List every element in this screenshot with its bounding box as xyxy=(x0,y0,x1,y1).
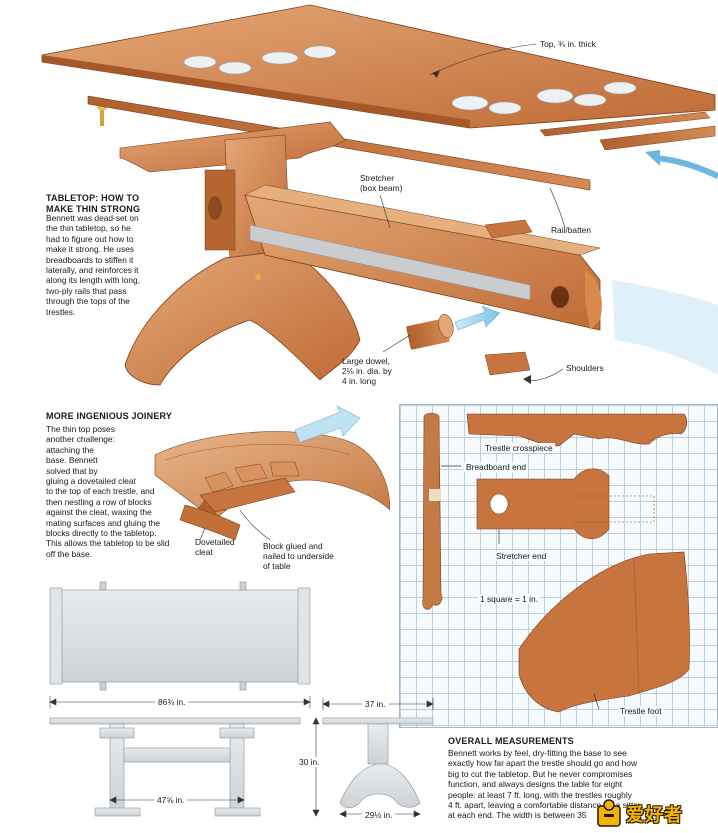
block-glued-label: Block glued and nailed to underside of t… xyxy=(263,541,334,571)
exploded-table-illustration xyxy=(41,4,718,386)
overall-heading: OVERALL MEASUREMENTS xyxy=(448,736,574,746)
joinery-illustration xyxy=(154,405,390,541)
top-label: Top, ¾ in. thick xyxy=(540,39,596,49)
stretcher-end-label: Stretcher end xyxy=(494,551,549,561)
tabletop-heading: TABLETOP: HOW TO MAKE THIN STRONG xyxy=(46,193,141,214)
shoulders-label: Shoulders xyxy=(566,363,604,373)
watermark-text: 爱好者 xyxy=(626,805,683,825)
overall-body: Bennett works by feel, dry-fitting the b… xyxy=(448,748,641,821)
dowel-label: Large dowel, 2⅛ in. dia. by 4 in. long xyxy=(342,356,392,386)
joinery-body: The thin top poses another challenge: at… xyxy=(46,424,170,559)
dovetailed-cleat-label: Dovetailed cleat xyxy=(195,537,235,557)
woodworker-icon xyxy=(597,799,621,827)
dim-trestle-spacing: 47⅝ in. xyxy=(154,795,188,805)
trestle-foot-label: Trestle foot xyxy=(618,706,664,716)
side-elevation xyxy=(49,717,301,817)
watermark-logo: 爱好者 xyxy=(596,796,714,830)
dim-foot-width: 29½ in. xyxy=(362,810,396,820)
tabletop-body: Bennett was dead-set on the thin tableto… xyxy=(46,213,141,317)
stretcher-label: Stretcher (box beam) xyxy=(360,173,403,193)
breadboard-end-label: Breadboard end xyxy=(464,462,529,472)
joinery-heading: MORE INGENIOUS JOINERY xyxy=(46,411,173,421)
dim-height: 30 in. xyxy=(297,757,322,767)
tabletop-drawing xyxy=(41,4,716,129)
scale-label: 1 square = 1 in. xyxy=(478,594,540,604)
dim-length: 86¾ in. xyxy=(155,697,189,707)
plan-view xyxy=(49,581,311,691)
rail-batten-label: Rail/batten xyxy=(551,225,592,235)
dim-width: 37 in. xyxy=(362,699,389,709)
end-elevation xyxy=(322,717,434,809)
pattern-pieces xyxy=(422,412,690,713)
dowel-drawing xyxy=(406,313,454,350)
orthographic-drawings xyxy=(49,581,434,818)
trestle-crosspiece-label: Trestle crosspiece xyxy=(483,443,555,453)
stretcher-drawing xyxy=(244,184,602,331)
